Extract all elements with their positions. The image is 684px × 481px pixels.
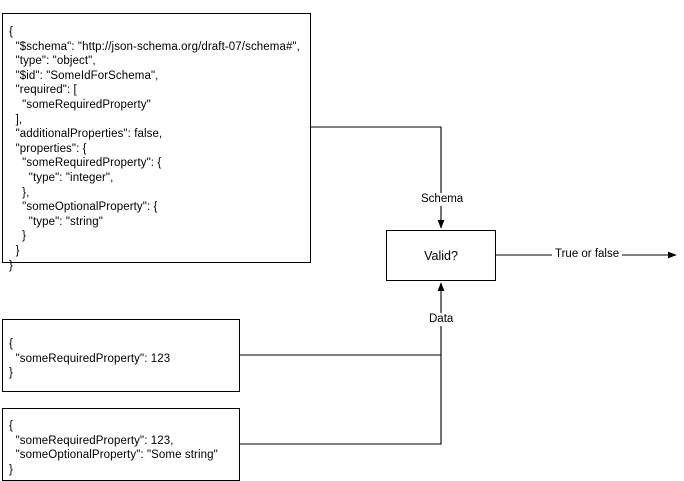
data-instance-minimal-box: { "someRequiredProperty": 123 } bbox=[2, 319, 240, 392]
data-instance-full-code: { "someRequiredProperty": 123, "someOpti… bbox=[9, 420, 218, 476]
validator-label: Valid? bbox=[424, 248, 458, 263]
data-instance-minimal-code: { "someRequiredProperty": 123 } bbox=[9, 338, 171, 380]
validator-box: Valid? bbox=[386, 230, 496, 281]
edge-schema-to-validator bbox=[311, 126, 445, 229]
data-instance-full-box: { "someRequiredProperty": 123, "someOpti… bbox=[2, 408, 240, 481]
schema-document-box: { "$schema": "http://json-schema.org/dra… bbox=[2, 13, 311, 272]
edge-data2-to-validator bbox=[240, 355, 442, 445]
schema-document-code: { "$schema": "http://json-schema.org/dra… bbox=[9, 26, 300, 272]
edge-label-schema: Schema bbox=[418, 193, 467, 206]
edge-label-data: Data bbox=[426, 313, 457, 326]
edge-data1-to-validator bbox=[240, 282, 445, 356]
edge-label-result: True or false bbox=[552, 248, 623, 261]
